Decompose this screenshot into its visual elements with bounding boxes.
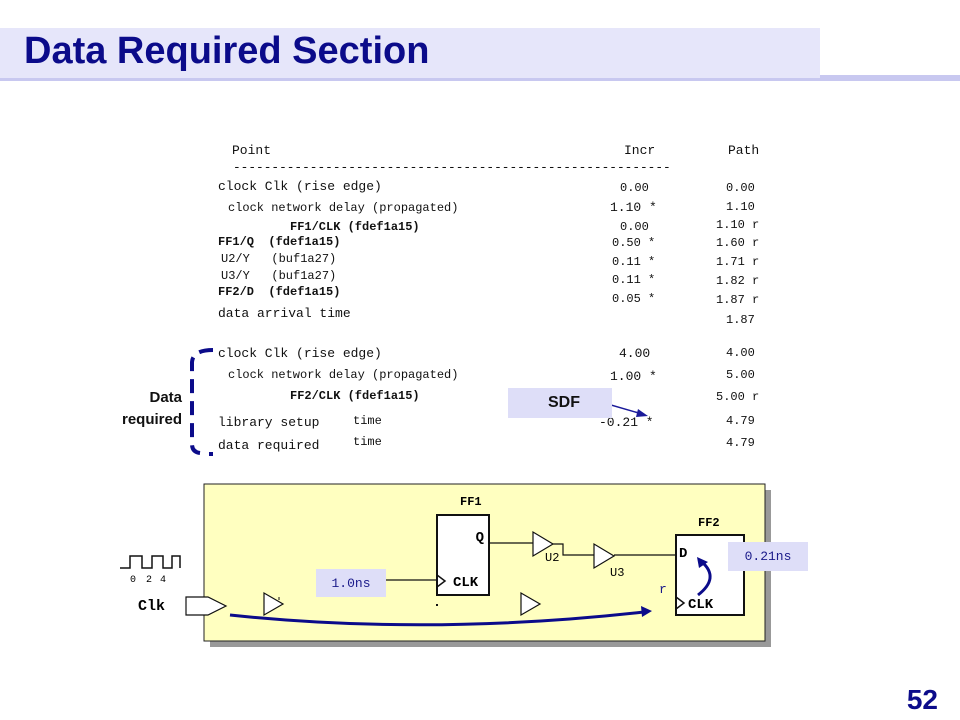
- row-path: 5.00: [726, 368, 755, 382]
- row-path: 4.79: [726, 436, 755, 450]
- row-path: 1.82 r: [716, 274, 760, 288]
- row-incr: 1.10 *: [610, 200, 657, 215]
- row-point: U2/Y (buf1a27): [221, 252, 337, 266]
- header-divider: ----------------------------------------…: [233, 160, 671, 175]
- row-incr: 1.00 *: [610, 369, 657, 384]
- row-path: 5.00 r: [716, 390, 760, 404]
- row-point-suffix: time: [353, 435, 382, 449]
- row-incr: 0.05 *: [612, 292, 656, 306]
- title-rule: [820, 75, 960, 81]
- row-incr: 0.11 *: [612, 255, 656, 269]
- u2-buffer: [532, 530, 555, 558]
- row-path: 1.71 r: [716, 255, 760, 269]
- clock-buffer: [520, 591, 542, 617]
- header-point: Point: [232, 143, 272, 158]
- header-path: Path: [728, 143, 760, 158]
- row-incr: -0.21 *: [599, 415, 654, 430]
- ff1-label: FF1: [460, 495, 482, 509]
- setup-arrowhead: [697, 557, 708, 568]
- ff2-clk-triangle: [675, 596, 686, 610]
- delay-clk-badge: [316, 569, 386, 597]
- ff1-box: [436, 514, 490, 596]
- row-point: FF2/CLK (fdef1a15): [290, 389, 420, 403]
- row-point: clock network delay (propagated): [228, 368, 459, 382]
- clock-waveform-icon: [120, 555, 181, 569]
- row-path: 1.87 r: [716, 293, 760, 307]
- label-line: required: [121, 411, 182, 428]
- ff2-label: FF2: [698, 516, 720, 530]
- setup-arrow: [697, 560, 712, 597]
- row-point: clock Clk (rise edge): [218, 346, 382, 361]
- clk-port-label: Clk: [138, 598, 165, 615]
- clock-path-arrow: [229, 610, 645, 627]
- sdf-label: SDF: [508, 388, 612, 418]
- row-incr: 0.00: [620, 181, 649, 195]
- waveform-tick: 0: [130, 575, 136, 586]
- header-incr: Incr: [624, 143, 656, 158]
- row-point-suffix: time: [353, 414, 382, 428]
- page-title: Data Required Section: [24, 30, 430, 72]
- row-path: 1.10: [726, 200, 755, 214]
- row-point: clock network delay (propagated): [228, 201, 459, 215]
- row-path: 4.79: [726, 414, 755, 428]
- u3-buffer: [593, 542, 616, 570]
- ff1-clk-pin: CLK: [453, 575, 479, 591]
- waveform-tick: 2: [146, 575, 152, 586]
- row-point: library setup: [218, 415, 320, 430]
- bracket-dot: [209, 452, 213, 456]
- row-point: FF2/D (fdef1a15): [218, 285, 341, 299]
- bracket: [190, 348, 214, 455]
- row-incr: 4.00: [619, 346, 651, 361]
- row-point: FF1/CLK (fdef1a15): [290, 220, 420, 234]
- row-point: data required: [218, 438, 320, 453]
- u3-label: U3: [610, 566, 624, 580]
- wire: [553, 543, 594, 556]
- clock-path-arrowhead: [641, 606, 652, 617]
- row-path: 0.00: [726, 181, 755, 195]
- row-path: 1.10 r: [716, 218, 760, 232]
- clock-buffer: [263, 591, 285, 617]
- row-point: data arrival time: [218, 306, 351, 321]
- row-incr: 0.00: [620, 220, 649, 234]
- data-required-label: Data required: [100, 387, 182, 431]
- row-incr: 0.50 *: [612, 236, 656, 250]
- rise-label: r: [659, 582, 667, 597]
- row-point: clock Clk (rise edge): [218, 179, 382, 194]
- u2-label: U2: [545, 551, 559, 565]
- ff2-d-pin: D: [679, 546, 687, 562]
- ff1-q-pin: Q: [476, 530, 484, 546]
- title-bar: [0, 28, 820, 80]
- ff1-clk-triangle: [436, 574, 447, 588]
- sdf-arrowhead: [636, 409, 648, 417]
- page-number: 52: [906, 684, 938, 715]
- waveform-tick: 4: [160, 575, 166, 586]
- ff2-clk-pin: CLK: [688, 597, 714, 613]
- title-underline: [0, 78, 820, 81]
- delay-setup-label: 0.21ns: [745, 549, 792, 564]
- row-point: FF1/Q (fdef1a15): [218, 235, 341, 249]
- wire-stub: [436, 604, 438, 606]
- row-point: U3/Y (buf1a27): [221, 269, 337, 283]
- row-path: 1.60 r: [716, 236, 760, 250]
- delay-clk-label: 1.0ns: [331, 576, 370, 591]
- row-incr: 0.11 *: [612, 273, 656, 287]
- label-line: Data: [149, 389, 182, 406]
- row-path: 4.00: [726, 346, 755, 360]
- delay-setup-badge: [728, 542, 808, 571]
- row-path: 1.87: [726, 313, 755, 327]
- clk-port: [185, 596, 228, 616]
